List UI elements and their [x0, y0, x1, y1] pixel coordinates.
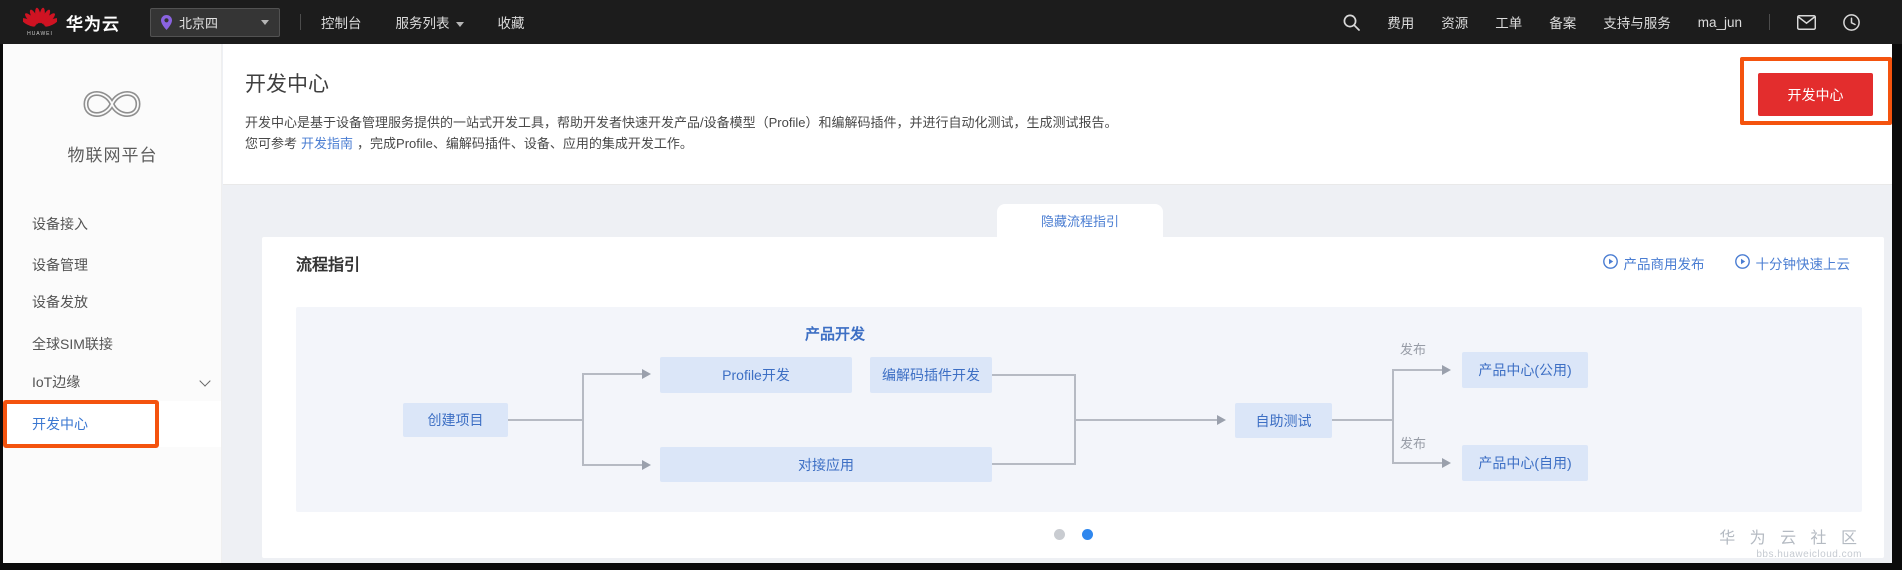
flow-connector: [992, 374, 1076, 376]
page-header: 开发中心 开发中心是基于设备管理服务提供的一站式开发工具，帮助开发者快速开发产品…: [223, 44, 1892, 185]
diagram-arrow-icon: [1217, 415, 1226, 425]
chevron-down-icon: [455, 21, 464, 27]
publish-label-top: 发布: [1400, 342, 1427, 357]
platform-title: 物联网平台: [67, 146, 158, 165]
play-icon: [1602, 254, 1618, 272]
page-title: 开发中心: [245, 73, 329, 96]
flow-node-self-test[interactable]: 自助测试: [1235, 403, 1332, 438]
carousel-pagination: [262, 529, 1884, 540]
flow-diagram-panel: 产品开发 创建项目 Profile开发 编解码插件开发 对接应用 自助测试 产品…: [296, 307, 1862, 512]
topbar-item-icp[interactable]: 备案: [1549, 16, 1577, 31]
flow-node-create-project[interactable]: 创建项目: [403, 403, 508, 437]
description-line-1: 开发中心是基于设备管理服务提供的一站式开发工具，帮助开发者快速开发产品/设备模型…: [245, 115, 1118, 130]
flow-connector: [582, 373, 642, 375]
flow-connector: [1392, 462, 1444, 464]
topbar-item-resources[interactable]: 资源: [1441, 16, 1469, 31]
clock-icon[interactable]: [1843, 13, 1860, 31]
sidebar-item-device-access[interactable]: 设备接入: [32, 216, 88, 232]
flow-connector: [508, 419, 583, 421]
topbar-item-billing[interactable]: 费用: [1387, 16, 1415, 31]
watermark-url: bbs.huaweicloud.com: [1756, 549, 1862, 560]
huawei-logo-icon: HUAWEI: [21, 7, 59, 37]
iot-infinity-logo-icon: [80, 84, 144, 124]
flow-connector: [1392, 369, 1394, 464]
sidebar-item-device-provisioning[interactable]: 设备发放: [32, 294, 88, 310]
dev-guide-link[interactable]: 开发指南: [301, 136, 354, 151]
watermark-title: 华 为 云 社 区: [1719, 530, 1862, 547]
region-label: 北京四: [179, 15, 219, 31]
flow-connector: [1074, 419, 1219, 421]
flow-connector: [582, 464, 642, 466]
diagram-arrow-icon: [1442, 365, 1451, 375]
chevron-down-icon: [261, 19, 269, 25]
publish-label-bottom: 发布: [1400, 436, 1427, 451]
pagination-dot-active[interactable]: [1081, 529, 1093, 540]
flow-node-product-center-private[interactable]: 产品中心(自用): [1462, 445, 1588, 481]
location-pin-icon: [161, 14, 172, 30]
page-description: 开发中心是基于设备管理服务提供的一站式开发工具，帮助开发者快速开发产品/设备模型…: [245, 112, 1117, 154]
search-icon[interactable]: [1343, 14, 1361, 31]
link-quick-cloud-onboarding[interactable]: 十分钟快速上云: [1734, 253, 1850, 273]
region-selector[interactable]: 北京四: [150, 7, 280, 37]
flow-node-product-center-public[interactable]: 产品中心(公用): [1462, 352, 1588, 388]
flow-connector: [1332, 419, 1394, 421]
topbar-item-console[interactable]: 控制台: [321, 16, 362, 31]
divider: [1769, 14, 1770, 30]
sidebar: 物联网平台 设备接入 设备管理 设备发放 全球SIM联接 IoT边缘 开发中心: [3, 44, 222, 563]
watermark: 华 为 云 社 区 bbs.huaweicloud.com: [1719, 524, 1862, 560]
flow-connector: [1392, 369, 1444, 371]
sidebar-item-global-sim[interactable]: 全球SIM联接: [32, 336, 113, 352]
mail-icon[interactable]: [1796, 14, 1817, 30]
topbar-item-support[interactable]: 支持与服务: [1603, 16, 1671, 31]
divider: [300, 14, 301, 30]
topbar: HUAWEI 华为云 北京四 控制台 服务列表 收藏 费用 资源 工单 备案 支…: [0, 0, 1902, 44]
card-title: 流程指引: [296, 257, 361, 274]
sidebar-item-iot-edge[interactable]: IoT边缘: [3, 367, 221, 397]
topbar-item-favorites[interactable]: 收藏: [497, 16, 525, 31]
flow-connector: [582, 373, 584, 466]
flow-node-app-integration[interactable]: 对接应用: [660, 447, 992, 482]
play-icon: [1734, 254, 1750, 272]
topbar-item-service-list[interactable]: 服务列表: [396, 12, 464, 32]
flow-node-codec-dev[interactable]: 编解码插件开发: [870, 357, 992, 393]
huawei-wordmark: HUAWEI: [27, 31, 53, 37]
group-label-product-dev: 产品开发: [804, 326, 865, 343]
app-body: 物联网平台 设备接入 设备管理 设备发放 全球SIM联接 IoT边缘 开发中心 …: [3, 44, 1892, 563]
link-product-commercial-release[interactable]: 产品商用发布: [1602, 253, 1705, 273]
dev-center-button[interactable]: 开发中心: [1758, 73, 1873, 116]
brand-title[interactable]: 华为云: [66, 14, 120, 34]
flow-node-profile-dev[interactable]: Profile开发: [660, 357, 852, 393]
description-line-2: 您可参考开发指南，完成Profile、编解码插件、设备、应用的集成开发工作。: [245, 136, 693, 151]
chevron-down-icon: [199, 375, 211, 387]
user-menu[interactable]: ma_jun: [1697, 14, 1742, 30]
diagram-arrow-icon: [642, 369, 651, 379]
process-guide-card: 流程指引 产品商用发布 十分钟快速上云 产品开发 创建项目 Profile开发 …: [262, 237, 1884, 558]
diagram-arrow-icon: [642, 460, 651, 470]
sidebar-item-device-management[interactable]: 设备管理: [32, 257, 88, 273]
hide-guide-tab[interactable]: 隐藏流程指引: [997, 204, 1163, 240]
flow-connector: [992, 463, 1076, 465]
diagram-arrow-icon: [1442, 458, 1451, 468]
pagination-dot[interactable]: [1053, 529, 1065, 540]
sidebar-item-dev-center[interactable]: 开发中心: [3, 401, 221, 447]
topbar-item-tickets[interactable]: 工单: [1495, 16, 1523, 31]
